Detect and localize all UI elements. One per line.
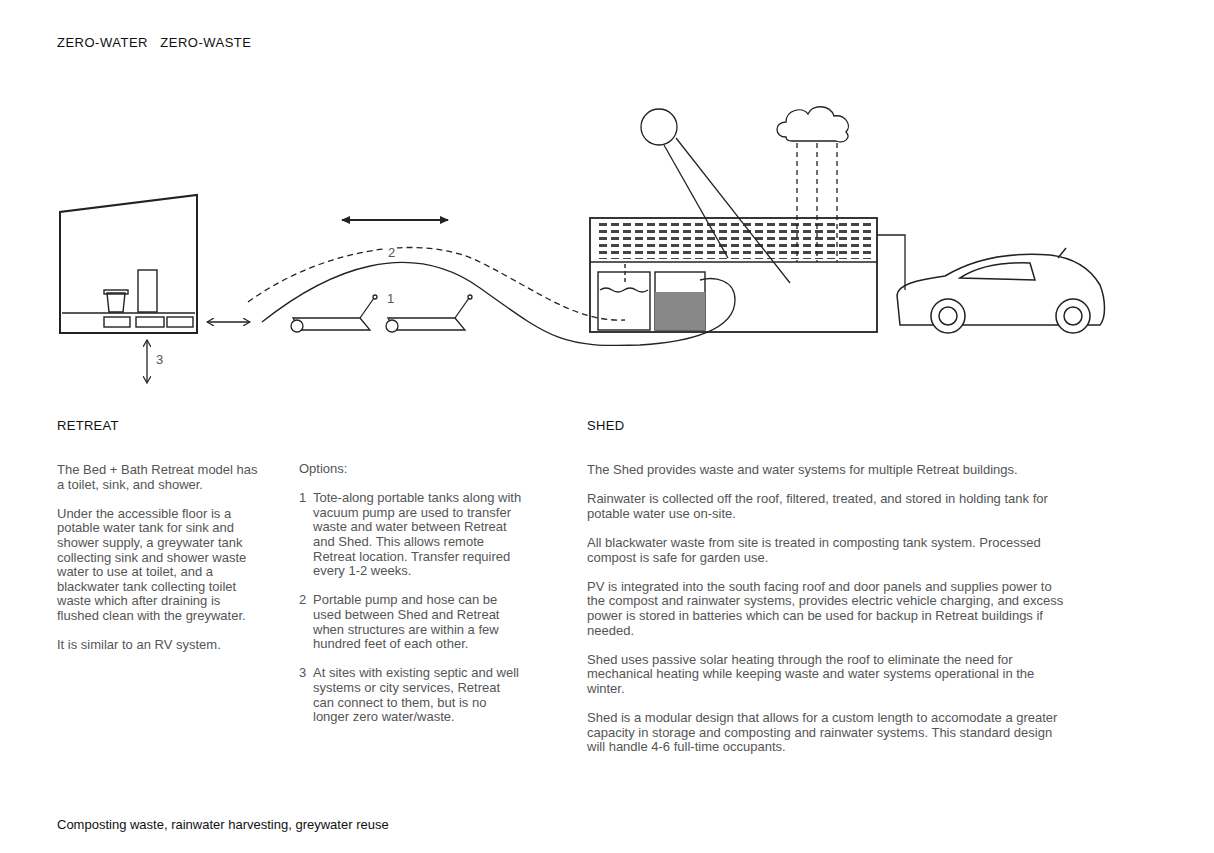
- option-number: 3: [299, 666, 313, 724]
- water-level: [600, 288, 648, 292]
- transfer-arrow: [207, 321, 250, 322]
- body-text: Under the accessible floor is a potable …: [57, 507, 262, 624]
- option-row: 1Tote-along portable tanks along with va…: [299, 491, 524, 579]
- cloud-shape: [777, 107, 848, 142]
- compost-fill: [655, 292, 705, 330]
- cart-body: [293, 318, 370, 330]
- car-wheel: [1056, 299, 1090, 333]
- sun-ray: [664, 145, 728, 258]
- text-column: SHED The Shed provides waste and water sy…: [587, 418, 1072, 769]
- body-text: Shed uses passive solar heating through …: [587, 653, 1072, 697]
- cart-wheel: [291, 320, 303, 332]
- cloud: [777, 107, 848, 262]
- hose-solid: [262, 262, 735, 345]
- car-window: [960, 263, 1035, 280]
- cart-wheel: [386, 320, 398, 332]
- cart-grip: [373, 295, 377, 299]
- sun-ray: [676, 138, 790, 283]
- car-antenna: [1058, 248, 1066, 258]
- compost-tank: [655, 272, 705, 330]
- option-row: 2Portable pump and hose can be used betw…: [299, 593, 524, 651]
- potable-tank: [104, 317, 130, 327]
- cart-body: [388, 318, 465, 330]
- options-heading: Options:: [299, 462, 524, 477]
- sun: [641, 109, 790, 283]
- pv-panels: [596, 221, 872, 259]
- body-text: The Shed provides waste and water system…: [587, 463, 1072, 478]
- body-text: All blackwater waste from site is treate…: [587, 536, 1072, 565]
- sun-circle: [641, 109, 677, 145]
- body-text: PV is integrated into the south facing r…: [587, 580, 1072, 638]
- shower: [138, 270, 157, 312]
- rain-pipe: [624, 264, 625, 285]
- sink-top: [104, 290, 128, 294]
- caption: Composting waste, rainwater harvesting, …: [57, 817, 389, 832]
- charging-cable: [877, 235, 905, 290]
- car-hub: [1064, 307, 1082, 325]
- section-heading: RETREAT: [57, 418, 262, 433]
- rain-line: [796, 143, 797, 262]
- blackwater-tank: [167, 317, 193, 327]
- cart-handle: [455, 298, 469, 318]
- rainwater-tank: [598, 272, 650, 330]
- text-column: RETREAT The Bed + Bath Retreat model has …: [57, 418, 262, 667]
- body-text: Rainwater is collected off the roof, fil…: [587, 492, 1072, 521]
- rain-line: [816, 143, 817, 262]
- sink: [107, 293, 125, 312]
- shed-roof-line: [590, 261, 877, 262]
- section-heading: SHED: [587, 418, 1072, 433]
- car-wheel: [931, 299, 965, 333]
- option-text: Tote-along portable tanks along with vac…: [313, 491, 524, 579]
- body-text: The Bed + Bath Retreat model has a toile…: [57, 463, 262, 492]
- body-text: It is similar to an RV system.: [57, 638, 262, 653]
- text-column: Options: 1Tote-along portable tanks along…: [299, 462, 524, 739]
- option-text: Portable pump and hose can be used betwe…: [313, 593, 524, 651]
- cart-handle: [360, 298, 374, 318]
- tote-carts: [291, 295, 472, 332]
- retreat-floor: [62, 312, 195, 313]
- option-row: 3At sites with existing septic and well …: [299, 666, 524, 724]
- cart-grip: [468, 295, 472, 299]
- connection-arrow: [146, 340, 147, 383]
- option-text: At sites with existing septic and well s…: [313, 666, 524, 724]
- option-number: 1: [299, 491, 313, 579]
- body-text: Shed is a modular design that allows for…: [587, 711, 1072, 755]
- option-number: 2: [299, 593, 313, 651]
- distance-arrow: [342, 219, 448, 221]
- greywater-tank: [136, 317, 164, 327]
- rain-line: [836, 143, 837, 262]
- callout-number: 1: [385, 292, 396, 306]
- retreat-building: [60, 195, 197, 333]
- hose-dashed: [248, 247, 625, 320]
- callout-number: 2: [386, 246, 397, 260]
- callout-number: 3: [154, 353, 165, 367]
- shed-building: [590, 218, 877, 332]
- retreat-outline: [60, 195, 197, 333]
- car-hub: [939, 307, 957, 325]
- title: ZERO-WATER ZERO-WASTE: [57, 35, 251, 50]
- car: [897, 248, 1105, 333]
- shed-outline: [590, 218, 877, 332]
